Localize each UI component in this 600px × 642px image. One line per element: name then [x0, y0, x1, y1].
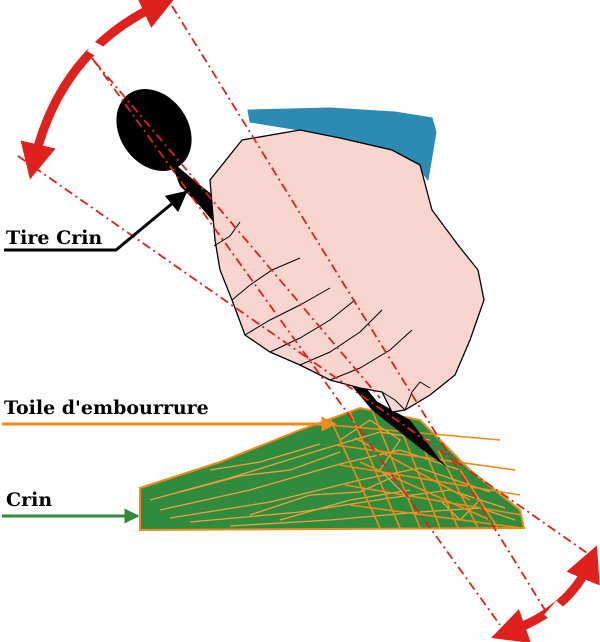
rotation-arrow-bottom — [491, 545, 600, 642]
rotation-arrow-top — [20, 0, 177, 180]
sleeve — [247, 107, 437, 182]
finger-lines — [213, 221, 431, 411]
label-crin: Crin — [6, 489, 52, 511]
tire-crin-pointer — [4, 190, 188, 252]
label-tire-crin: Tire Crin — [6, 227, 102, 249]
label-toile: Toile d'embourrure — [4, 397, 209, 419]
hand — [209, 129, 485, 413]
